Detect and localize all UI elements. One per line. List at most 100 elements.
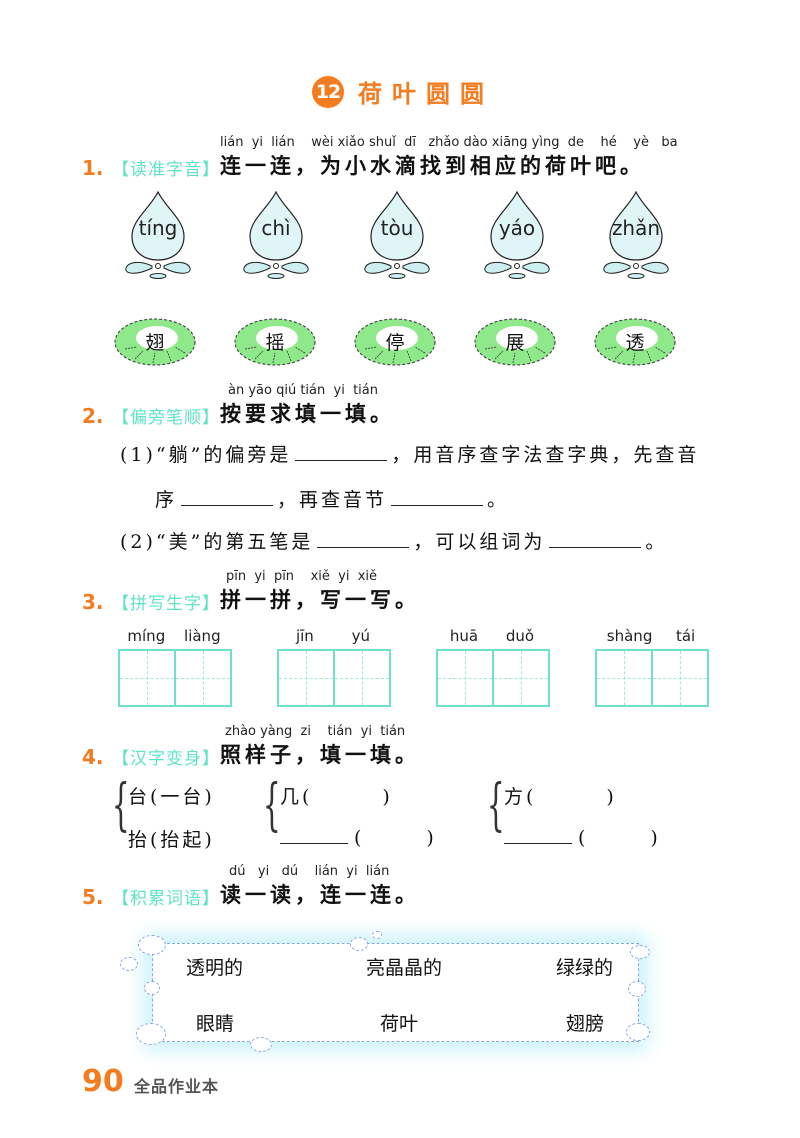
lotus-leaf-4[interactable]: 展 <box>473 317 557 367</box>
water-drop-4[interactable]: yáo <box>481 190 553 280</box>
word-top-2[interactable]: 亮晶晶的 <box>366 957 443 979</box>
lotus-leaf-icon <box>474 318 556 366</box>
word-bottom-1[interactable]: 眼睛 <box>196 1013 235 1035</box>
q2-pinyin: àn yāo qiú tián yi tián <box>228 383 378 398</box>
writing-grid[interactable] <box>436 649 550 707</box>
q2-tag: 【偏旁笔顺】 <box>112 408 220 428</box>
writing-grid[interactable] <box>118 649 232 707</box>
bubble-decoration <box>144 981 160 995</box>
q2-blank-initial[interactable] <box>181 487 274 506</box>
pinyin-2: liàng <box>184 627 221 645</box>
water-drop-5[interactable]: zhǎn <box>600 190 672 280</box>
q4-task1-char-blank[interactable] <box>280 825 348 844</box>
grid-cell[interactable] <box>438 651 492 705</box>
q1-tag: 【读准字音】 <box>112 160 220 180</box>
water-drop-icon <box>243 190 309 279</box>
lotus-leaf-5[interactable]: 透 <box>593 317 677 367</box>
grid-cell[interactable] <box>120 651 174 705</box>
q1-text: 连一连，为小水滴找到相应的荷叶吧。 <box>220 154 645 178</box>
q4-task2-char: 方( <box>504 786 537 808</box>
leaf-character: 停 <box>385 332 405 354</box>
q3-pinyin-pair: míng liàng <box>118 627 230 645</box>
q4-example-line2: 抬(抬起) <box>128 829 215 851</box>
paren-close: ) <box>650 827 661 849</box>
q2-item1-line2: 序，再查音节。 <box>155 485 509 512</box>
brace-icon: { <box>111 773 130 838</box>
word-top-3[interactable]: 绿绿的 <box>556 957 614 979</box>
brace-icon: { <box>486 773 505 838</box>
q2-item2: (2)“美”的第五笔是，可以组词为。 <box>120 527 667 554</box>
pinyin-2: tái <box>675 627 696 645</box>
bubble-decoration <box>120 957 138 971</box>
q3-number: 3. <box>82 590 104 614</box>
writing-grid[interactable] <box>277 649 391 707</box>
bubble-decoration <box>630 945 650 959</box>
word-matching-cloud-box: 透明的 亮晶晶的 绿绿的 眼睛 荷叶 翅膀 <box>120 931 660 1052</box>
lotus-leaf-2[interactable]: 摇 <box>233 317 317 367</box>
word-bottom-3[interactable]: 翅膀 <box>566 1013 605 1035</box>
q5-tag: 【积累词语】 <box>112 889 220 909</box>
writing-grid[interactable] <box>595 649 709 707</box>
grid-cell[interactable] <box>492 651 548 705</box>
bubble-decoration <box>372 931 382 939</box>
q2-text: 按要求填一填。 <box>220 402 395 426</box>
drop-pinyin: yáo <box>498 216 536 240</box>
grid-cell[interactable] <box>333 651 389 705</box>
leaf-character: 展 <box>505 332 525 354</box>
q4-task1-char: 几( <box>280 786 313 808</box>
pinyin-2: duǒ <box>505 627 535 645</box>
brace-icon: { <box>262 773 281 838</box>
page-number: 90 <box>82 1064 124 1099</box>
drop-pinyin: chì <box>261 216 291 240</box>
q4-tag: 【汉字变身】 <box>112 749 220 769</box>
lotus-leaf-icon <box>594 318 676 366</box>
leaf-character: 翅 <box>145 332 165 354</box>
q4-task2-line1: 方() <box>504 782 617 809</box>
water-drop-1[interactable]: tíng <box>122 190 194 280</box>
pinyin-1: míng <box>127 627 166 645</box>
word-top-1[interactable]: 透明的 <box>186 957 244 979</box>
grid-cell[interactable] <box>279 651 333 705</box>
bubble-decoration <box>628 981 646 997</box>
pinyin-1: jīn <box>295 627 314 645</box>
q3-text: 拼一拼，写一写。 <box>220 588 420 612</box>
q1-heading: 1. 【读准字音】 连一连，为小水滴找到相应的荷叶吧。 <box>82 150 645 180</box>
cloud-frame <box>152 943 639 1042</box>
q3-tag: 【拼写生字】 <box>112 594 220 614</box>
q2-blank-syllable[interactable] <box>391 487 484 506</box>
water-drop-2[interactable]: chì <box>240 190 312 280</box>
q2-item2-word-prompt: ，可以组词为 <box>413 531 546 553</box>
q2-blank-radical[interactable] <box>295 442 388 461</box>
lotus-leaf-3[interactable]: 停 <box>353 317 437 367</box>
paren-close: ) <box>382 786 393 808</box>
water-drop-icon <box>603 190 669 279</box>
q1-pinyin: lián yi lián wèi xiǎo shuǐ dī zhǎo dào x… <box>220 135 678 150</box>
grid-cell[interactable] <box>597 651 651 705</box>
q3-pinyin: pīn yi pīn xiě yi xiě <box>226 569 378 584</box>
word-bottom-2[interactable]: 荷叶 <box>380 1013 419 1035</box>
grid-cell[interactable] <box>174 651 230 705</box>
grid-cell[interactable] <box>651 651 707 705</box>
paren-close: ) <box>606 786 617 808</box>
bubble-decoration <box>626 1023 650 1041</box>
q2-item1-xu: 序 <box>155 489 178 511</box>
q5-pinyin: dú yi dú lián yi lián <box>229 864 390 879</box>
q4-heading: 4. 【汉字变身】 照样子，填一填。 <box>82 739 420 769</box>
water-drop-3[interactable]: tòu <box>361 190 433 280</box>
drop-pinyin: tòu <box>380 216 414 240</box>
q4-number: 4. <box>82 745 104 769</box>
q2-blank-word[interactable] <box>549 529 642 548</box>
lesson-number-badge: 12 <box>312 75 344 108</box>
q2-item2-period: 。 <box>645 531 668 553</box>
q2-item1-period: 。 <box>487 489 510 511</box>
bubble-decoration <box>138 935 166 955</box>
q2-blank-stroke[interactable] <box>317 529 410 548</box>
q4-task2-char-blank[interactable] <box>504 825 572 844</box>
lotus-leaf-1[interactable]: 翅 <box>113 317 197 367</box>
bubble-decoration <box>350 937 368 951</box>
q3-group-1: míng liàng <box>118 627 232 707</box>
